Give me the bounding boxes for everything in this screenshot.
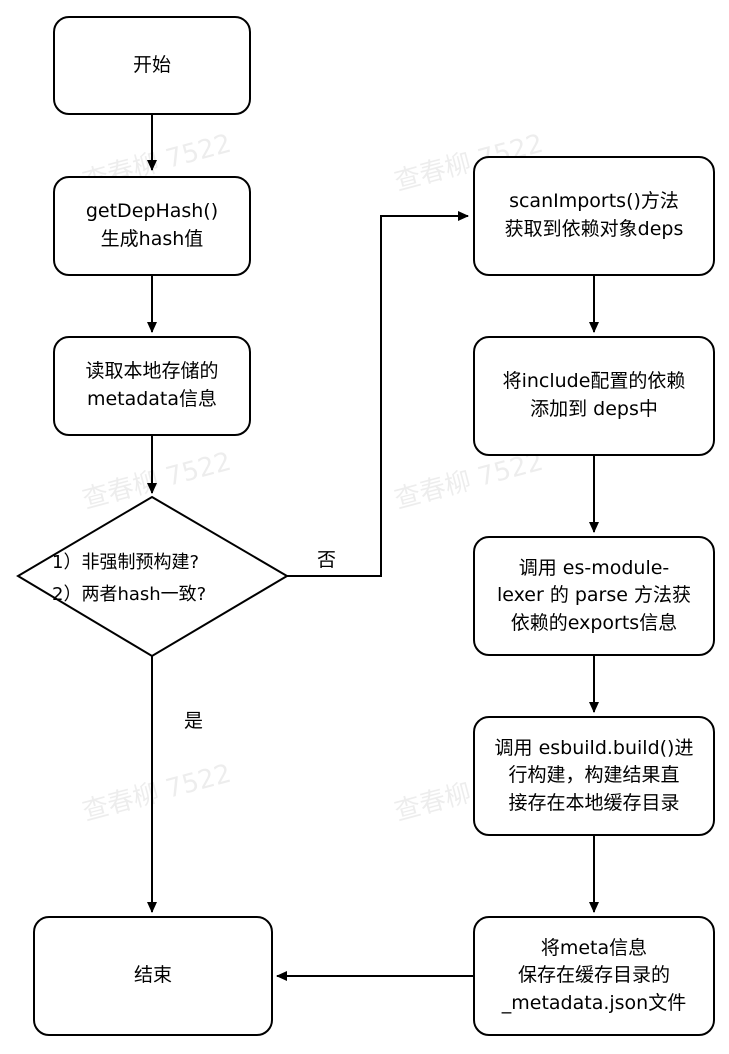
- lexer-line3: 依赖的exports信息: [510, 611, 678, 634]
- esbuild-node: 调用 esbuild.build()进 行构建，构建结果直 接存在本地缓存目录: [473, 716, 715, 836]
- no-label: 否: [317, 549, 337, 571]
- yes-label: 是: [184, 710, 204, 732]
- lexer-node: 调用 es-module- lexer 的 parse 方法获 依赖的expor…: [473, 536, 715, 656]
- save-line3: _metadata.json文件: [501, 991, 687, 1014]
- save-node: 将meta信息 保存在缓存目录的 _metadata.json文件: [473, 916, 715, 1036]
- decision-line2: 2）两者hash一致?: [52, 584, 207, 605]
- lexer-line2: lexer 的 parse 方法获: [496, 584, 692, 607]
- esbuild-line3: 接存在本地缓存目录: [508, 791, 680, 814]
- include-line2: 添加到 deps中: [530, 398, 658, 420]
- lexer-line1: 调用 es-module-: [518, 556, 670, 579]
- arrow-decision-no-to-scan: [287, 211, 469, 577]
- esbuild-line1: 调用 esbuild.build()进: [494, 736, 694, 759]
- readmeta-node: 读取本地存储的 metadata信息: [53, 336, 251, 436]
- readmeta-line1: 读取本地存储的: [85, 360, 219, 383]
- scan-line2: 获取到依赖对象deps: [504, 218, 684, 240]
- save-line1: 将meta信息: [540, 936, 648, 959]
- decision-diamond: [16, 495, 289, 658]
- decision-line1: 1）非强制预构建?: [52, 552, 200, 573]
- gethash-node: getDepHash() 生成hash值: [53, 176, 251, 276]
- start-label: 开始: [132, 53, 171, 76]
- readmeta-line2: metadata信息: [86, 388, 218, 410]
- gethash-line2: 生成hash值: [100, 228, 204, 250]
- scan-line1: scanImports()方法: [509, 190, 679, 213]
- include-node: 将include配置的依赖 添加到 deps中: [473, 336, 715, 456]
- end-label: 结束: [133, 964, 172, 987]
- scan-node: scanImports()方法 获取到依赖对象deps: [473, 156, 715, 276]
- gethash-line1: getDepHash(): [85, 200, 219, 223]
- include-line1: 将include配置的依赖: [502, 370, 686, 393]
- save-line2: 保存在缓存目录的: [517, 964, 670, 987]
- start-node: 开始: [53, 16, 251, 115]
- end-node: 结束: [33, 916, 273, 1036]
- esbuild-line2: 行构建，构建结果直: [508, 764, 680, 787]
